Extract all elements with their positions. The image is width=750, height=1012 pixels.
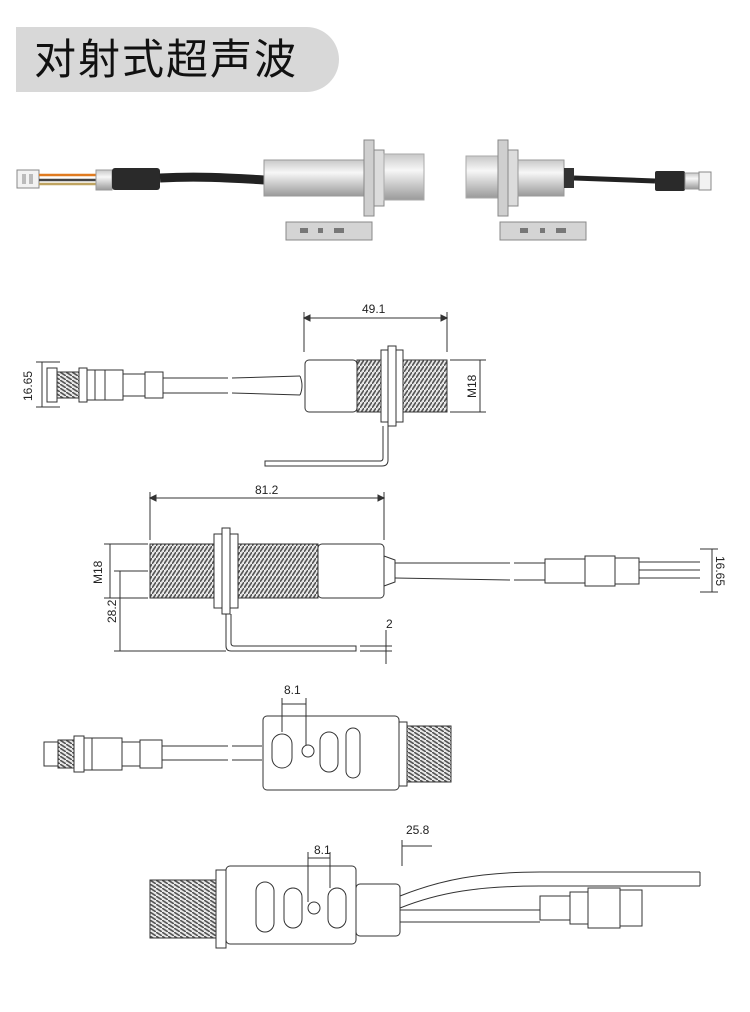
dim-cable-dia-2: 16.65 (713, 556, 727, 586)
top-view-1 (43, 698, 452, 791)
connector-plug (16, 169, 40, 189)
dim-length: 49.1 (362, 302, 386, 316)
cable (159, 172, 266, 185)
side-view-2 (104, 492, 718, 664)
mount-bracket-2 (497, 139, 509, 217)
dim-slot: 8.1 (284, 683, 301, 697)
dim-height: 28.2 (105, 599, 119, 623)
dim-thread: M18 (465, 374, 479, 398)
dim-thread-2: M18 (91, 560, 105, 584)
dim-bracket-thick: 2 (386, 617, 393, 631)
dim-offset: 25.8 (406, 823, 430, 837)
side-view-1 (36, 312, 486, 467)
title-tab (16, 27, 339, 92)
dim-cable-dia: 16.65 (21, 371, 35, 401)
top-view-2 (149, 840, 701, 949)
dim-slot-2: 8.1 (314, 843, 331, 857)
product-photo (16, 139, 712, 241)
sensor-body (263, 159, 365, 197)
mount-bracket (363, 139, 375, 217)
cable-connector (112, 168, 160, 190)
dim-length-2: 81.2 (255, 483, 279, 497)
page-title: 对射式超声波 (34, 35, 299, 84)
